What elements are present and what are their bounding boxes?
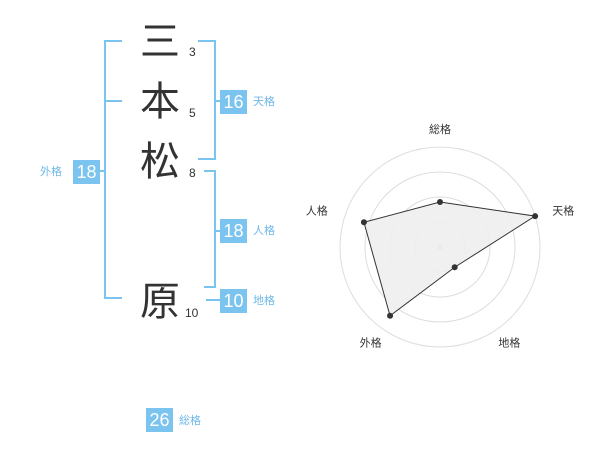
name-char-2: 本: [140, 79, 180, 125]
radar-point-1: [437, 199, 443, 205]
jinkaku-value: 18: [220, 219, 247, 243]
radar-point-3: [451, 264, 458, 271]
jinkaku-connector: [214, 230, 222, 232]
stroke-count-3: 8: [189, 166, 196, 180]
soukaku-label: 総格: [179, 414, 201, 427]
name-char-3: 松: [140, 139, 180, 185]
gaikaku-value: 18: [73, 160, 100, 184]
radar-grid-ring: [339, 146, 541, 348]
radar-point-5: [360, 219, 367, 226]
radar-grid-ring: [364, 171, 516, 323]
chikaku-label: 地格: [253, 294, 275, 307]
jinkaku-label: 人格: [253, 224, 275, 237]
radar-axis-label-4: 外格: [360, 335, 382, 349]
jinkaku-bracket: [204, 170, 216, 288]
gaikaku-label: 外格: [40, 165, 62, 178]
tenkaku-connector: [214, 100, 222, 102]
name-char-1: 三: [140, 19, 180, 65]
radar-data-area: [363, 201, 537, 317]
chikaku-value: 10: [220, 289, 247, 313]
radar-point-2: [532, 213, 539, 220]
radar-points: [360, 199, 539, 319]
stroke-count-4: 10: [185, 306, 199, 320]
tenkaku-value: 16: [220, 90, 247, 114]
stroke-count-1: 3: [189, 45, 196, 59]
chikaku-connector: [206, 299, 222, 301]
radar-axis-label-1: 総格: [429, 122, 451, 136]
gaikaku-bracket: [104, 40, 122, 299]
stroke-count-2: 5: [189, 106, 196, 120]
radar-axis-label-2: 天格: [552, 204, 574, 218]
gaikaku-bracket-tick: [104, 100, 122, 102]
tenkaku-label: 天格: [253, 95, 275, 108]
radar-axis-label-5: 人格: [306, 204, 328, 218]
soukaku-value: 26: [146, 408, 173, 432]
gaikaku-connector: [98, 170, 106, 172]
radar-axis-label-3: 地格: [498, 335, 520, 349]
radar-point-4: [387, 312, 394, 319]
name-char-4: 原: [140, 279, 180, 325]
